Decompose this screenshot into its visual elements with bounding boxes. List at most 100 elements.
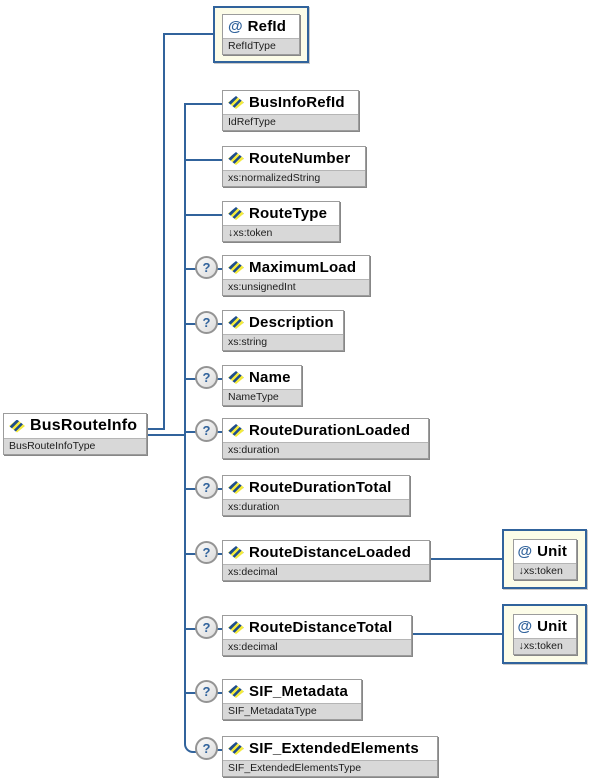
connector-attr-trunk: [163, 33, 165, 430]
connector-branch: [184, 159, 230, 161]
element-name: RouteDistanceTotal: [249, 619, 393, 636]
element-box-description[interactable]: Description xs:string: [222, 310, 344, 351]
element-type: xs:duration: [223, 499, 409, 515]
element-name: RouteDurationLoaded: [249, 422, 411, 439]
element-box-sif-extendedelements[interactable]: SIF_ExtendedElements SIF_ExtendedElement…: [222, 736, 438, 777]
attribute-type: ↓xs:token: [513, 562, 576, 579]
element-box-routetype[interactable]: RouteType ↓xs:token: [222, 201, 340, 242]
at-symbol-icon: @: [228, 18, 243, 35]
element-name: BusInfoRefId: [249, 94, 345, 111]
connector-unit-2: [406, 633, 504, 635]
element-box-routedurationtotal[interactable]: RouteDurationTotal xs:duration: [222, 475, 410, 516]
attribute-name: Unit: [537, 617, 568, 635]
element-type: SIF_ExtendedElementsType: [223, 760, 437, 776]
element-icon: [228, 96, 244, 109]
attribute-inner-box: @ RefId RefIdType: [222, 14, 300, 55]
element-box-sif-metadata[interactable]: SIF_Metadata SIF_MetadataType: [222, 679, 362, 720]
element-name: RouteType: [249, 205, 328, 222]
optional-marker-icon: ?: [195, 616, 218, 639]
attribute-type: ↓xs:token: [513, 637, 576, 654]
element-box-maximumload[interactable]: MaximumLoad xs:unsignedInt: [222, 255, 370, 296]
optional-marker-icon: ?: [195, 256, 218, 279]
element-type: ↓xs:token: [223, 225, 339, 241]
element-type: xs:decimal: [223, 639, 411, 655]
element-icon: [228, 261, 244, 274]
element-type: xs:duration: [223, 442, 428, 458]
element-name: RouteDistanceLoaded: [249, 544, 412, 561]
connector-children-stub: [147, 434, 185, 436]
element-name-row: RouteDurationTotal: [223, 476, 409, 499]
element-icon: [228, 481, 244, 494]
element-type: xs:string: [223, 334, 343, 350]
optional-marker-icon: ?: [195, 366, 218, 389]
element-box-routedistancetotal[interactable]: RouteDistanceTotal xs:decimal: [222, 615, 412, 656]
attribute-name: RefId: [247, 18, 287, 35]
element-box-routedurationloaded[interactable]: RouteDurationLoaded xs:duration: [222, 418, 429, 459]
element-name: SIF_ExtendedElements: [249, 740, 419, 757]
element-icon: [228, 546, 244, 559]
optional-marker-icon: ?: [195, 311, 218, 334]
element-icon: [9, 419, 25, 433]
element-icon: [228, 316, 244, 329]
element-name: SIF_Metadata: [249, 683, 349, 700]
optional-marker-icon: ?: [195, 476, 218, 499]
attribute-box-refid[interactable]: @ RefId RefIdType: [213, 6, 309, 63]
optional-marker-icon: ?: [195, 737, 218, 760]
optional-marker-icon: ?: [195, 680, 218, 703]
connector-unit-1: [424, 558, 504, 560]
optional-marker-icon: ?: [195, 541, 218, 564]
attribute-name-row: @ Unit: [514, 615, 576, 638]
attribute-box-unit-1[interactable]: @ Unit ↓xs:token: [502, 529, 587, 589]
element-name: BusRouteInfo: [30, 417, 138, 434]
element-name-row: RouteNumber: [223, 147, 365, 170]
element-name-row: BusRouteInfo: [4, 414, 146, 438]
element-name-row: RouteType: [223, 202, 339, 225]
element-box-routenumber[interactable]: RouteNumber xs:normalizedString: [222, 146, 366, 187]
attribute-inner-box: @ Unit ↓xs:token: [512, 613, 577, 655]
element-type: xs:decimal: [223, 564, 429, 580]
attribute-box-unit-2[interactable]: @ Unit ↓xs:token: [502, 604, 587, 664]
element-box-routedistanceloaded[interactable]: RouteDistanceLoaded xs:decimal: [222, 540, 430, 581]
element-box-busrouteinfo[interactable]: BusRouteInfo BusRouteInfoType: [3, 413, 147, 455]
connector-branch: [184, 214, 230, 216]
connector-root-attr-stub: [147, 428, 164, 430]
element-type: xs:normalizedString: [223, 170, 365, 186]
at-symbol-icon: @: [517, 617, 533, 635]
element-icon: [228, 207, 244, 220]
element-icon: [228, 685, 244, 698]
element-icon: [228, 371, 244, 384]
element-name-row: SIF_Metadata: [223, 680, 361, 703]
element-name: Name: [249, 369, 291, 386]
attribute-type: RefIdType: [223, 38, 299, 54]
element-type: BusRouteInfoType: [4, 438, 146, 454]
connector-attr-horizontal: [163, 33, 214, 35]
element-name-row: RouteDurationLoaded: [223, 419, 428, 442]
attribute-name: Unit: [537, 542, 568, 560]
element-name-row: SIF_ExtendedElements: [223, 737, 437, 760]
element-type: SIF_MetadataType: [223, 703, 361, 719]
element-type: xs:unsignedInt: [223, 279, 369, 295]
element-type: IdRefType: [223, 114, 358, 130]
element-icon: [228, 424, 244, 437]
connector-children-trunk: [184, 103, 202, 753]
element-icon: [228, 152, 244, 165]
element-name: MaximumLoad: [249, 259, 357, 276]
element-type: NameType: [223, 389, 301, 405]
element-name-row: RouteDistanceTotal: [223, 616, 411, 639]
element-name-row: MaximumLoad: [223, 256, 369, 279]
attribute-name-row: @ Unit: [514, 540, 576, 563]
optional-marker-icon: ?: [195, 419, 218, 442]
element-name-row: Description: [223, 311, 343, 334]
attribute-inner-box: @ Unit ↓xs:token: [512, 538, 577, 580]
at-symbol-icon: @: [517, 542, 533, 560]
element-icon: [228, 621, 244, 634]
element-box-businforefid[interactable]: BusInfoRefId IdRefType: [222, 90, 359, 131]
attribute-name-row: @ RefId: [223, 15, 299, 38]
element-name: RouteNumber: [249, 150, 351, 167]
element-icon: [228, 742, 244, 755]
element-box-name[interactable]: Name NameType: [222, 365, 302, 406]
connector-branch: [184, 103, 230, 105]
element-name-row: RouteDistanceLoaded: [223, 541, 429, 564]
element-name-row: Name: [223, 366, 301, 389]
